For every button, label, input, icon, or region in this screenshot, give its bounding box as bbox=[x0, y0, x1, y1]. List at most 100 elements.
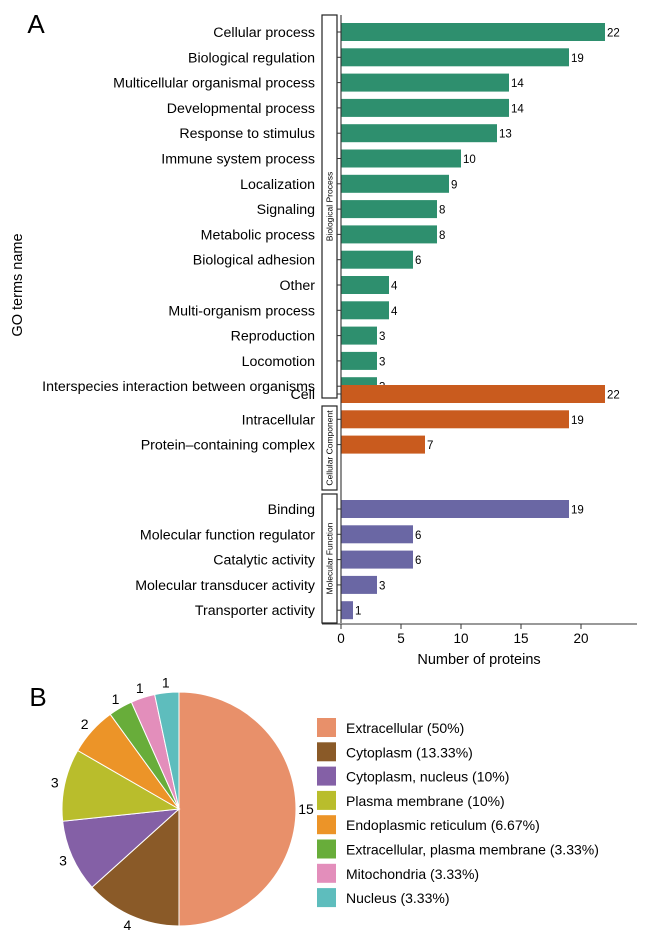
category-label: Intracellular bbox=[242, 412, 316, 428]
bar-value-label: 22 bbox=[607, 390, 620, 402]
category-label: Multicellular organismal process bbox=[113, 76, 315, 92]
legend-swatch bbox=[317, 863, 336, 883]
category-label: Interspecies interaction between organis… bbox=[42, 379, 315, 395]
category-label: Signaling bbox=[257, 202, 315, 218]
bar bbox=[341, 250, 413, 269]
category-label: Molecular transducer activity bbox=[135, 578, 316, 594]
bar bbox=[341, 301, 389, 320]
bar bbox=[341, 575, 377, 594]
bar-value-label: 6 bbox=[415, 555, 421, 567]
pie-value-label: 1 bbox=[136, 680, 144, 696]
facet-strip-label: Biological Process bbox=[325, 172, 335, 241]
legend-label: Nucleus (3.33%) bbox=[346, 890, 450, 906]
bar-value-label: 7 bbox=[427, 440, 433, 452]
pie-value-label: 4 bbox=[123, 917, 131, 933]
bar-value-label: 19 bbox=[571, 505, 584, 517]
facet-strip-box bbox=[321, 405, 338, 491]
category-label: Transporter activity bbox=[195, 603, 316, 619]
x-tick-label: 15 bbox=[513, 631, 528, 646]
category-label: Biological adhesion bbox=[193, 253, 315, 269]
pie-slice bbox=[178, 691, 297, 927]
legend-label: Mitochondria (3.33%) bbox=[346, 866, 479, 882]
bar bbox=[341, 326, 377, 345]
bar bbox=[341, 276, 389, 294]
category-label: Immune system process bbox=[161, 152, 315, 168]
legend-swatch bbox=[317, 718, 336, 737]
bar bbox=[341, 435, 425, 454]
bar bbox=[341, 225, 437, 244]
bar-value-label: 4 bbox=[391, 281, 398, 293]
bar bbox=[341, 410, 569, 429]
facet-strip-box bbox=[321, 493, 338, 624]
legend-label: Cytoplasm, nucleus (10%) bbox=[346, 769, 509, 785]
bar-value-label: 6 bbox=[415, 255, 421, 267]
pie-slice bbox=[61, 749, 181, 822]
bar-value-label: 19 bbox=[571, 415, 584, 427]
category-label: Reproduction bbox=[231, 329, 315, 345]
category-label: Locomotion bbox=[242, 354, 315, 370]
category-label: Protein–containing complex bbox=[141, 438, 315, 454]
legend-label: Plasma membrane (10%) bbox=[346, 793, 505, 809]
bar-value-label: 9 bbox=[451, 179, 457, 191]
category-label: Cellular process bbox=[213, 25, 315, 41]
x-axis-title: Number of proteins bbox=[417, 652, 540, 668]
x-tick-label: 0 bbox=[337, 631, 345, 646]
bar-value-label: 13 bbox=[499, 129, 512, 141]
legend-swatch bbox=[317, 815, 336, 835]
facet-strip-label: Molecular Function bbox=[325, 522, 335, 594]
panel-label-b: B bbox=[29, 682, 46, 712]
bar bbox=[341, 500, 569, 518]
pie-value-label: 3 bbox=[59, 853, 67, 869]
legend-swatch bbox=[317, 839, 336, 859]
bar-value-label: 22 bbox=[607, 28, 620, 40]
pie-value-label: 1 bbox=[112, 691, 120, 707]
pie-slice bbox=[62, 808, 181, 888]
bar bbox=[341, 149, 461, 168]
bar bbox=[341, 601, 353, 620]
category-label: Localization bbox=[240, 177, 315, 193]
bar-value-label: 14 bbox=[511, 78, 524, 90]
category-label: Catalytic activity bbox=[213, 553, 316, 569]
legend-swatch bbox=[317, 766, 336, 786]
y-axis-title: GO terms name bbox=[10, 233, 26, 336]
bar bbox=[341, 550, 413, 569]
bar-value-label: 3 bbox=[379, 356, 385, 368]
legend-swatch bbox=[317, 888, 336, 908]
legend-swatch bbox=[317, 790, 336, 810]
pie-value-label: 3 bbox=[51, 775, 59, 791]
pie-value-label: 2 bbox=[81, 716, 89, 732]
bar bbox=[341, 98, 509, 117]
legend-swatch bbox=[317, 742, 336, 762]
category-label: Response to stimulus bbox=[179, 126, 315, 142]
bar-value-label: 8 bbox=[439, 205, 445, 217]
category-label: Metabolic process bbox=[201, 227, 315, 243]
bar-value-label: 1 bbox=[355, 606, 361, 618]
bar bbox=[341, 174, 449, 193]
facet-strip-label: Cellular Component bbox=[325, 410, 335, 486]
bar bbox=[341, 73, 509, 92]
bar-value-label: 10 bbox=[463, 154, 476, 166]
x-tick-label: 5 bbox=[397, 631, 405, 646]
category-label: Developmental process bbox=[167, 101, 315, 117]
panel-label-a: A bbox=[27, 9, 45, 39]
pie-slice bbox=[154, 691, 180, 810]
legend-label: Extracellular, plasma membrane (3.33%) bbox=[346, 842, 599, 858]
legend-label: Endoplasmic reticulum (6.67%) bbox=[346, 817, 540, 833]
bar-value-label: 3 bbox=[379, 331, 385, 343]
bar-value-label: 14 bbox=[511, 103, 524, 115]
category-label: Other bbox=[280, 278, 316, 294]
legend-label: Extracellular (50%) bbox=[346, 720, 464, 736]
bar-value-label: 4 bbox=[391, 306, 398, 318]
x-tick-label: 10 bbox=[453, 631, 468, 646]
bar bbox=[341, 525, 413, 544]
category-label: Biological regulation bbox=[188, 50, 315, 66]
bar-value-label: 3 bbox=[379, 580, 385, 592]
x-tick-label: 20 bbox=[573, 631, 588, 646]
bar-value-label: 19 bbox=[571, 53, 584, 65]
bar bbox=[341, 48, 569, 67]
pie-slice bbox=[91, 807, 180, 927]
bar-value-label: 6 bbox=[415, 530, 421, 542]
